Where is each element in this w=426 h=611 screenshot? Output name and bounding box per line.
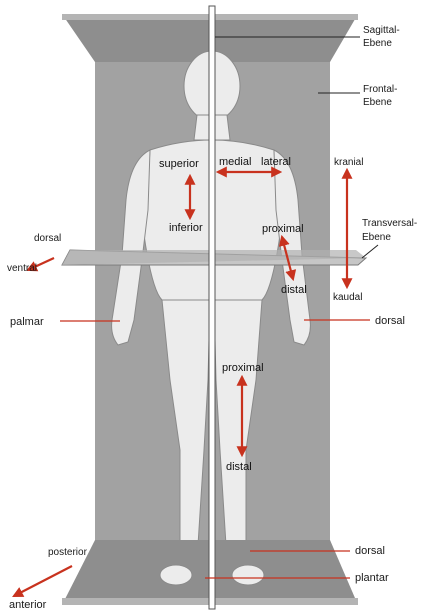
- label-kaudal: kaudal: [333, 292, 362, 303]
- arrow-posterior-anterior: [14, 566, 72, 596]
- label-inferior: inferior: [169, 222, 203, 234]
- label-lateral: lateral: [261, 156, 291, 168]
- label-frontal-1: Frontal-: [363, 84, 397, 95]
- label-palmar: palmar: [10, 316, 44, 328]
- label-dorsal-hand: dorsal: [375, 315, 405, 327]
- label-transversal-1: Transversal-: [362, 218, 417, 229]
- label-ventral: ventral: [7, 263, 37, 274]
- plane-labels: Sagittal- Ebene Frontal- Ebene Transvers…: [362, 25, 417, 243]
- sagittal-plane: [209, 6, 215, 609]
- label-frontal-2: Ebene: [363, 97, 392, 108]
- label-medial: medial: [219, 156, 251, 168]
- label-sagittal-1: Sagittal-: [363, 25, 400, 36]
- label-dorsal-top: dorsal: [34, 233, 61, 244]
- label-kranial: kranial: [334, 157, 363, 168]
- right-foot: [232, 565, 264, 585]
- label-proximal-leg: proximal: [222, 362, 264, 374]
- label-transversal-2: Ebene: [362, 232, 391, 243]
- label-sagittal-2: Ebene: [363, 38, 392, 49]
- label-proximal-arm: proximal: [262, 223, 304, 235]
- leader-transversal: [362, 245, 378, 258]
- label-distal-arm: distal: [281, 284, 307, 296]
- left-foot: [160, 565, 192, 585]
- label-superior: superior: [159, 158, 199, 170]
- label-plantar: plantar: [355, 572, 389, 584]
- label-distal-leg: distal: [226, 461, 252, 473]
- label-anterior: anterior: [9, 599, 47, 611]
- label-dorsal-foot: dorsal: [355, 545, 385, 557]
- label-posterior: posterior: [48, 547, 88, 558]
